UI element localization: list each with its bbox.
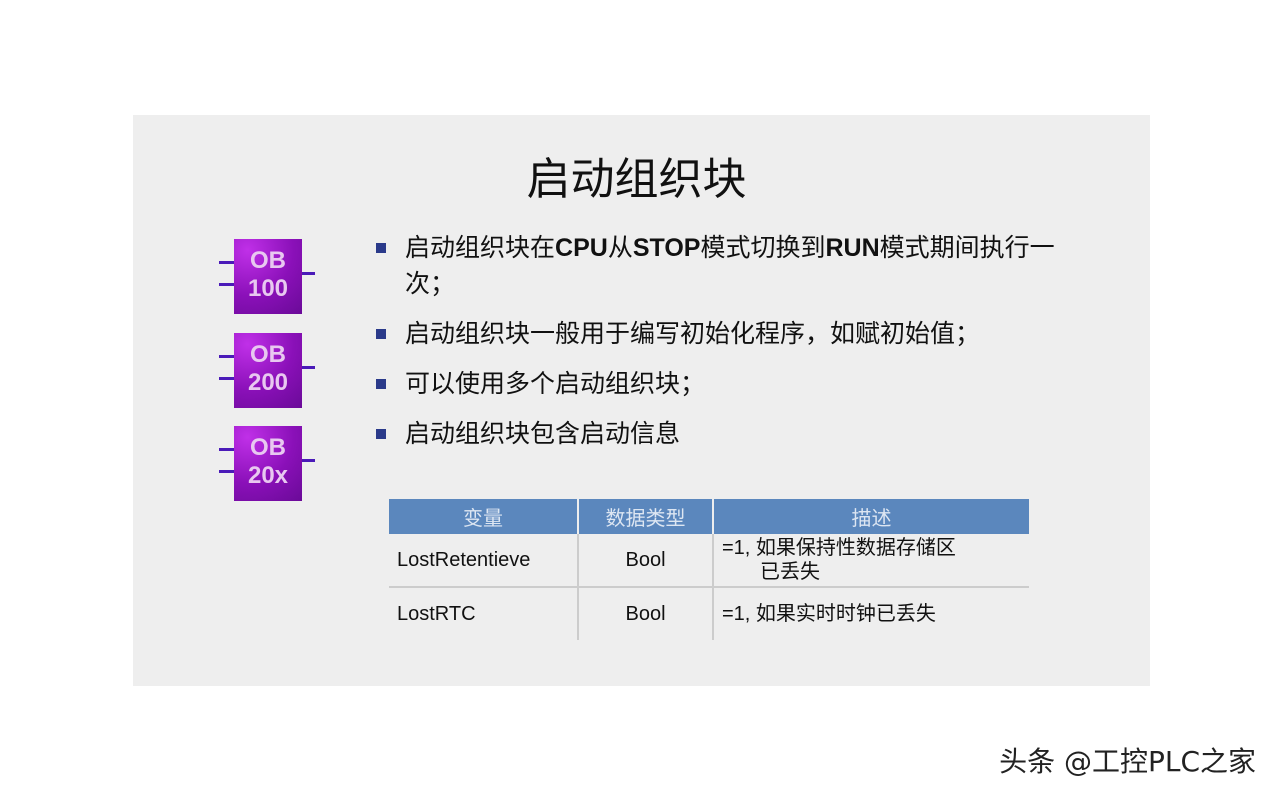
cell-type: Bool xyxy=(578,534,714,588)
bullet-item: 启动组织块一般用于编写初始化程序，如赋初始值； xyxy=(373,316,1073,352)
watermark: 头条 @工控PLC之家 xyxy=(999,745,1256,778)
cell-desc: =1, 如果实时时钟已丢失 xyxy=(722,603,936,625)
table-row: LostRetentieve Bool =1, 如果保持性数据存储区已丢失 xyxy=(389,534,1029,588)
cell-var: LostRTC xyxy=(389,587,579,640)
slide-title: 启动组织块 xyxy=(526,154,747,205)
bullet-list: 启动组织块在CPU从STOP模式切换到RUN模式期间执行一次； 启动组织块一般用… xyxy=(373,230,1073,466)
cell-var: LostRetentieve xyxy=(389,534,579,588)
cell-desc: =1, 如果保持性数据存储区已丢失 xyxy=(713,534,1029,588)
header-datatype: 数据类型 xyxy=(578,499,714,534)
table-row: LostRTC Bool =1, 如果实时时钟已丢失 xyxy=(389,587,1029,640)
header-variable: 变量 xyxy=(389,499,579,534)
bullet-item: 启动组织块包含启动信息 xyxy=(373,416,1073,452)
header-description: 描述 xyxy=(713,499,1029,534)
bullet-item: 启动组织块在CPU从STOP模式切换到RUN模式期间执行一次； xyxy=(373,230,1063,302)
cell-type: Bool xyxy=(578,587,714,640)
startup-info-table: 变量 数据类型 描述 LostRetentieve Bool =1, 如果保持性… xyxy=(389,499,1029,640)
bullet-item: 可以使用多个启动组织块； xyxy=(373,366,1073,402)
